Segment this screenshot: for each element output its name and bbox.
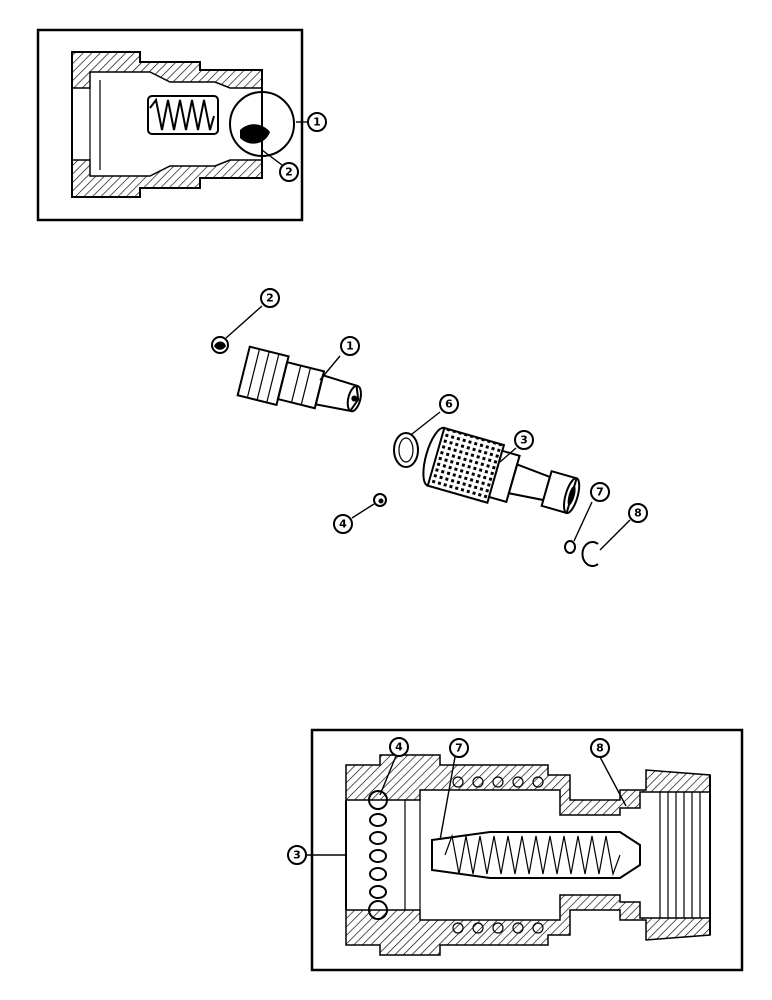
callout-2-mid: 2	[266, 292, 274, 305]
locking-balls	[368, 790, 388, 920]
ball-part-2	[211, 336, 229, 354]
male-coupling-body	[71, 51, 295, 198]
valve-poppet	[431, 831, 641, 879]
check-ball	[229, 91, 295, 157]
callout-1-top: 1	[313, 116, 321, 129]
sleeve-spring	[452, 776, 544, 934]
small-ring-part-7	[564, 540, 576, 554]
rear-thread	[659, 775, 711, 935]
callout-8-mid: 8	[634, 507, 642, 520]
callout-4-mid: 4	[339, 518, 347, 531]
callout-3-mid: 3	[520, 434, 528, 447]
callout-8-bottom: 8	[596, 742, 604, 755]
callout-6-mid: 6	[445, 398, 453, 411]
callout-7-mid: 7	[596, 486, 604, 499]
callout-7-bottom: 7	[455, 742, 463, 755]
exploded-view: 2 1 6	[211, 288, 648, 567]
callout-3-bottom: 3	[293, 849, 301, 862]
male-coupling-part-1	[236, 345, 362, 413]
callout-4-bottom: 4	[395, 741, 403, 754]
callout-2-top: 2	[285, 166, 293, 179]
o-ring-part-6	[393, 432, 419, 468]
ball-part-4	[373, 493, 387, 507]
callout-1-mid: 1	[346, 340, 354, 353]
female-coupling-section-view: 3 4 7 8	[287, 728, 744, 972]
snap-ring-part-8	[581, 541, 599, 567]
male-coupling-section-view: 1 2	[36, 28, 327, 222]
female-coupling-part-3	[422, 426, 581, 515]
